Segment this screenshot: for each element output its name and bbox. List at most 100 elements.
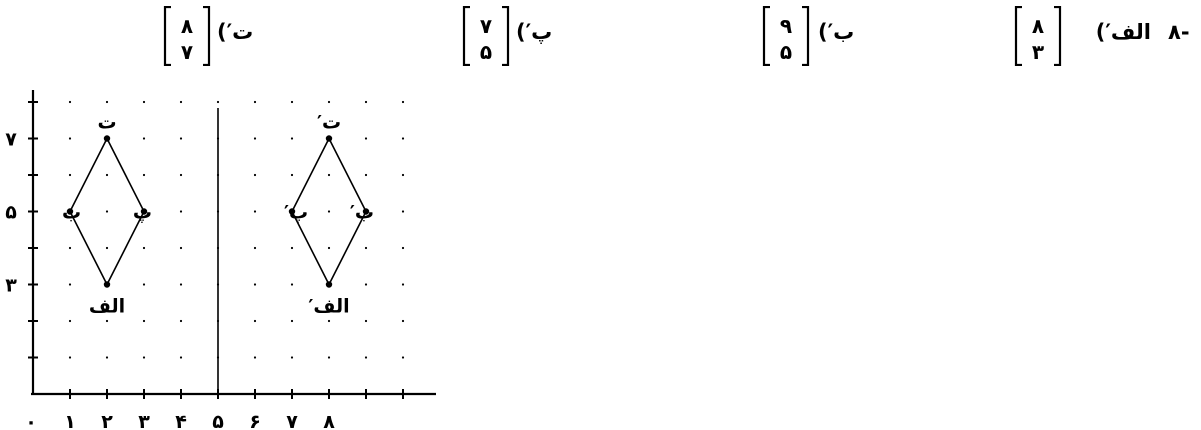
grid-dot (253, 283, 257, 286)
answer-be-label: ب′) (818, 20, 855, 44)
answer-pe-vector: ۷ ۵ (462, 6, 510, 66)
grid-dot (253, 137, 257, 140)
grid-dot (105, 319, 109, 323)
vertex-point (325, 281, 333, 288)
vector-top-value: ۸ (1031, 14, 1045, 38)
grid-dot (253, 319, 257, 323)
grid-dot (290, 319, 294, 323)
grid-dot (401, 283, 405, 286)
grid-dot (142, 173, 146, 177)
grid-dot (68, 246, 72, 250)
grid-dot (68, 356, 72, 359)
grid-dot (68, 173, 72, 177)
grid-dot (253, 356, 257, 359)
x-tick-label: ۴ (175, 411, 187, 430)
vertex-point (325, 135, 333, 142)
grid-dot (401, 210, 405, 213)
grid-dot (364, 319, 368, 323)
answer-alef: ۸- الف′) ۸ ۳ (920, 2, 1201, 66)
grid-dot (364, 173, 368, 177)
grid-dot (401, 319, 405, 323)
grid-dot (105, 100, 109, 104)
grid-dot (105, 173, 109, 177)
vector-top-value: ۸ (180, 14, 194, 38)
grid-dot (142, 356, 146, 359)
vertex-point (103, 281, 111, 288)
grid-dots (68, 100, 405, 359)
vertex-label: الف′ (308, 296, 349, 318)
grid-dot (327, 210, 331, 213)
vector-brackets (163, 6, 211, 66)
grid-dot (253, 100, 257, 104)
grid-dot (364, 100, 368, 104)
grid-dot (290, 137, 294, 140)
grid-dot (179, 283, 183, 286)
vertex-point (362, 208, 370, 215)
grid-dot (105, 210, 109, 213)
grid-dot (68, 137, 72, 140)
grid-dot (142, 283, 146, 286)
x-tick-label: ۳ (138, 411, 150, 430)
x-tick-label: ۸ (323, 411, 335, 430)
grid-dot (401, 356, 405, 359)
grid-dot (401, 173, 405, 177)
answer-alef-label: الف′) (1095, 20, 1151, 44)
grid-dot (327, 319, 331, 323)
x-tick-label: ۶ (249, 411, 261, 430)
grid-dot (290, 100, 294, 104)
x-tick-label: ۲ (101, 411, 113, 430)
grid-dot (142, 100, 146, 104)
grid-dot (105, 246, 109, 250)
grid-dot (142, 319, 146, 323)
vector-brackets (1014, 6, 1062, 66)
y-tick-label: ۷ (5, 129, 17, 151)
answer-be-vector: ۹ ۵ (762, 6, 810, 66)
vector-top-value: ۹ (779, 14, 793, 38)
grid-dot (179, 246, 183, 250)
vector-bottom-value: ۷ (180, 40, 194, 64)
answer-te-vector: ۸ ۷ (163, 6, 211, 66)
grid-dot (290, 173, 294, 177)
y-tick-label: ۳ (5, 275, 17, 297)
x-tick-label: ۷ (286, 411, 298, 430)
grid-dot (364, 246, 368, 250)
grid-dot (290, 246, 294, 250)
rhombus-shapes (66, 135, 370, 288)
y-tick-label: ۵ (5, 202, 17, 224)
grid-dot (216, 100, 220, 104)
vertex-label: ت (97, 112, 116, 134)
grid-dot (401, 100, 405, 104)
axes (31, 90, 436, 396)
answer-te-label: ت′) (217, 20, 254, 44)
grid-dot (401, 137, 405, 140)
grid-dot (327, 356, 331, 359)
grid-dot (142, 137, 146, 140)
answer-pe-label: پ′) (516, 20, 553, 44)
grid-dot (364, 137, 368, 140)
vertex-point (288, 208, 296, 215)
vector-top-value: ۷ (479, 14, 493, 38)
grid-dot (253, 210, 257, 213)
grid-dot (105, 356, 109, 359)
vertex-label: پ (133, 202, 152, 224)
vertex-point (66, 208, 74, 215)
answer-alef-vector: ۸ ۳ (1014, 6, 1062, 66)
grid-dot (179, 100, 183, 104)
grid-dot (290, 283, 294, 286)
grid-dot (179, 210, 183, 213)
grid-dot (179, 137, 183, 140)
grid-dot (290, 356, 294, 359)
grid-dot (142, 246, 146, 250)
grid-dot (364, 283, 368, 286)
grid-dot (68, 319, 72, 323)
answer-pe: پ′) ۷ ۵ (462, 2, 572, 66)
vector-brackets (762, 6, 810, 66)
grid-dot (401, 246, 405, 250)
x-tick-label: ۱ (64, 411, 76, 430)
vector-bottom-value: ۵ (779, 40, 793, 64)
answer-te: ت′) ۸ ۷ (163, 2, 273, 66)
vector-bottom-value: ۳ (1031, 40, 1045, 64)
vector-bottom-value: ۵ (479, 40, 493, 64)
grid-dot (327, 246, 331, 250)
